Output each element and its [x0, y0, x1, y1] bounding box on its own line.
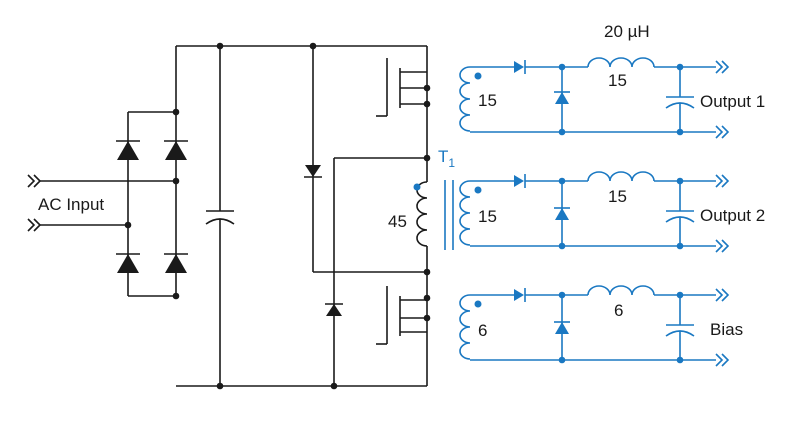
primary-dot — [413, 183, 421, 191]
primary-turns-label: 45 — [388, 212, 407, 231]
bias-winding-turns: 6 — [478, 321, 487, 340]
ac-input-terminal-top — [27, 174, 176, 188]
secondary-output-2 — [459, 171, 730, 253]
transformer-label: T1 — [438, 147, 455, 170]
secondary-2-turns: 15 — [478, 207, 497, 226]
transformer-primary-winding — [413, 158, 428, 272]
ac-input-label: AC Input — [38, 195, 104, 214]
secondary-bias — [459, 285, 730, 367]
output-1-label: Output 1 — [700, 92, 765, 111]
mosfet-lower — [376, 272, 431, 386]
secondary-1-turns: 15 — [478, 91, 497, 110]
inductor-value-label: 20 µH — [604, 22, 650, 41]
bias-inductor-turns: 6 — [614, 301, 623, 320]
secondary-output-1 — [459, 57, 730, 139]
primary-circuit: AC Input — [27, 42, 431, 390]
clamp-diode-upper — [304, 46, 431, 276]
bridge-rectifier — [116, 46, 188, 300]
inductor-1-turns: 15 — [608, 71, 627, 90]
bias-label: Bias — [710, 320, 743, 339]
transformer-core: T1 — [438, 147, 455, 250]
bulk-capacitor — [205, 46, 235, 386]
ac-input-terminal-bottom — [27, 218, 128, 232]
bridge-diode — [116, 140, 140, 160]
bridge-diode — [164, 253, 188, 273]
bridge-diode — [116, 253, 140, 273]
bridge-diode — [164, 140, 188, 160]
mosfet-upper — [376, 46, 431, 158]
output-2-label: Output 2 — [700, 206, 765, 225]
inductor-2-turns: 15 — [608, 187, 627, 206]
